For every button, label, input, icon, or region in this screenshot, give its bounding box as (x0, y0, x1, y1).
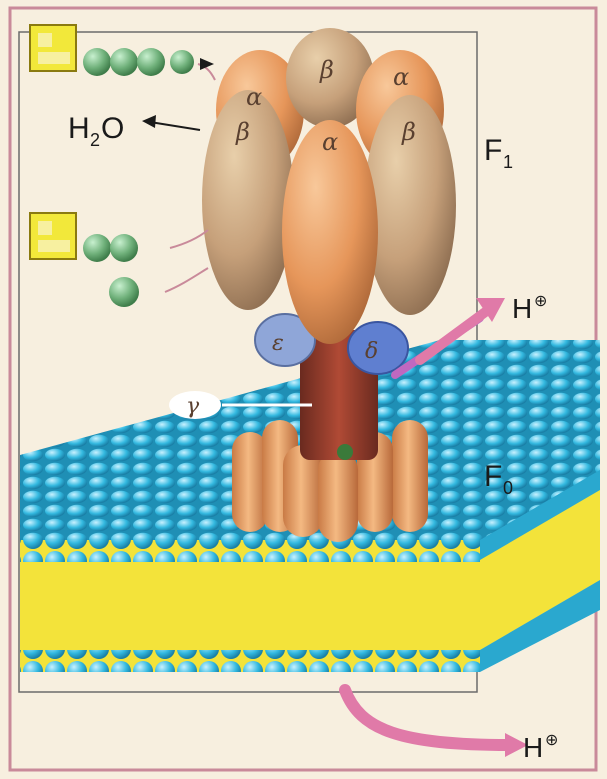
h-plus-top-label: H (512, 293, 532, 324)
h2o-arrow-line (150, 122, 200, 130)
f1-label: F (484, 134, 502, 167)
h2o-label-h: H (68, 112, 90, 145)
adp-entry-line (170, 230, 208, 248)
label-alpha-back-right: α (393, 63, 409, 91)
proton-arrow-bottom (345, 690, 510, 745)
epsilon-label: ε (272, 331, 284, 356)
label-beta-front-right: β (401, 118, 416, 146)
h2o-label-sub: 2 (90, 130, 100, 150)
pi-entry-line (165, 268, 208, 292)
h-plus-top-sup: ⊕ (534, 293, 547, 310)
label-alpha-back-left: α (246, 83, 262, 111)
h-plus-bottom-label: H (523, 732, 543, 763)
h-plus-bottom-sup: ⊕ (545, 732, 558, 749)
f1-label-sub: 1 (503, 152, 513, 172)
label-beta-back: β (319, 56, 334, 84)
h2o-label-o: O (101, 112, 124, 145)
membrane-upper-row (20, 540, 480, 562)
label-alpha-front: α (322, 128, 338, 156)
f0-label: F (484, 460, 502, 493)
stalk-base-dot (337, 444, 353, 460)
gamma-label: γ (186, 394, 200, 419)
phosphate-pi (109, 277, 139, 307)
h2o-arrowhead (142, 115, 156, 128)
adp-molecule (30, 213, 138, 262)
f0-label-sub: 0 (503, 478, 513, 498)
delta-label: δ (365, 339, 378, 364)
label-beta-front-left: β (235, 118, 250, 146)
membrane-lower-row (20, 650, 480, 672)
